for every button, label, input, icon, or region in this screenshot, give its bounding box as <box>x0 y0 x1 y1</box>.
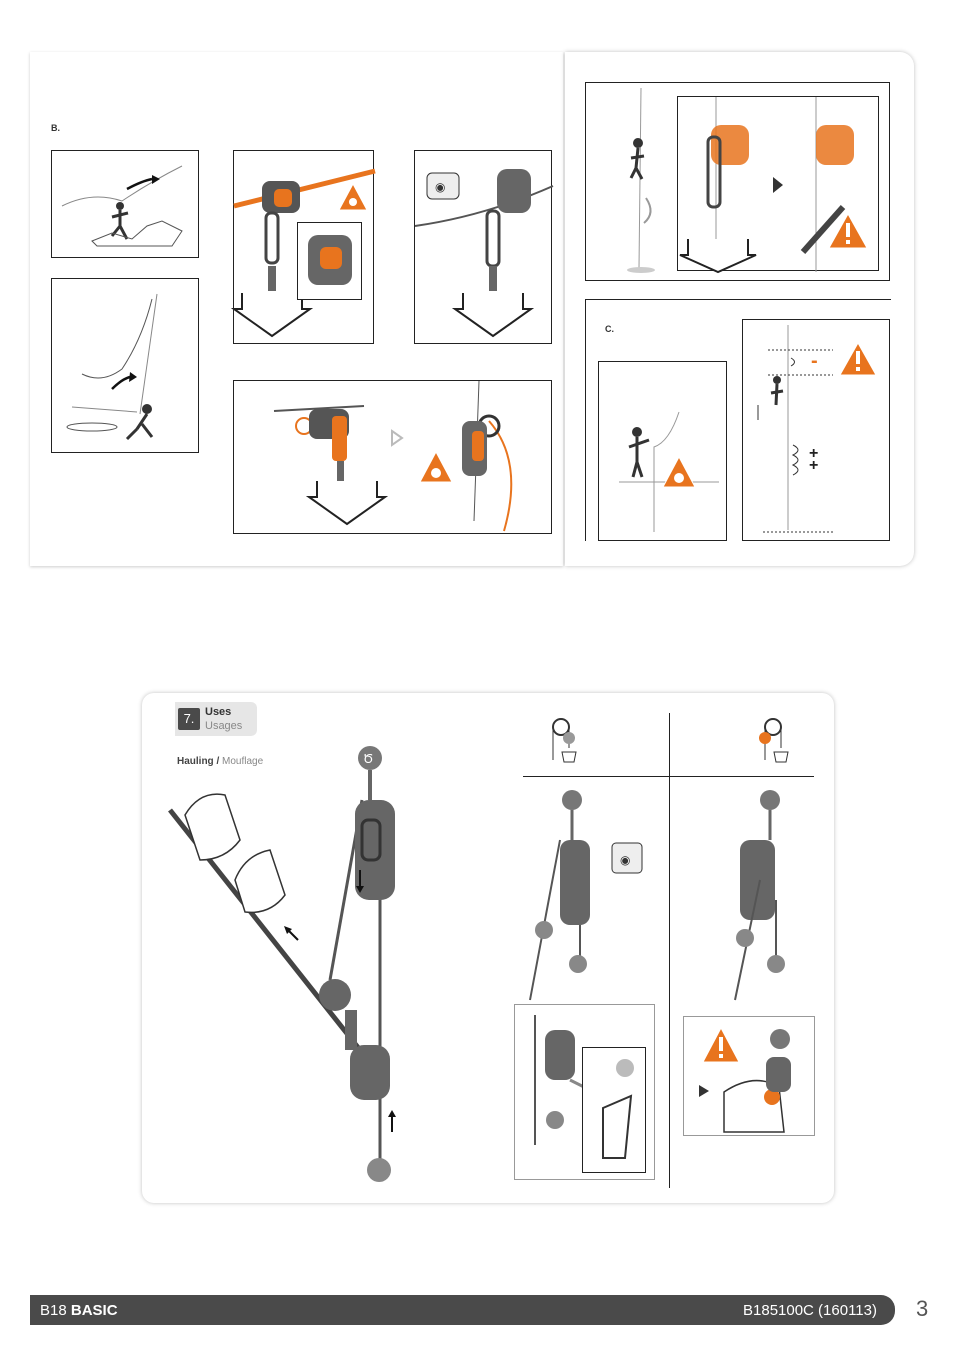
fall-arrest-drawing <box>627 87 655 273</box>
pendulum-drawing <box>66 293 158 441</box>
minus-sign: - <box>811 350 818 372</box>
column-divider <box>669 713 670 1188</box>
warning-icon <box>338 182 368 211</box>
model-name: BASIC <box>70 1302 118 1319</box>
footer-model: B18 BASIC <box>40 1302 118 1319</box>
section-label-b: B. <box>51 123 60 133</box>
illustration-slack-warning <box>598 361 727 541</box>
svg-text:◉: ◉ <box>435 180 445 194</box>
warning-icon <box>662 455 696 488</box>
illustration-pinch-warning <box>683 1016 815 1136</box>
illustration-traverse <box>51 150 199 258</box>
slack-adjust-drawing <box>757 325 833 533</box>
hauling-heading: Hauling / Mouflage <box>177 756 263 767</box>
illustration-fall-arrest <box>585 82 890 281</box>
device-misuse-drawing <box>230 168 376 338</box>
section-label-c: C. <box>605 324 614 334</box>
section-c-frame <box>585 299 891 541</box>
zoom-inset <box>297 222 362 300</box>
carabiner-inset <box>582 1047 646 1173</box>
plus-signs: + + <box>809 445 819 474</box>
illustration-pendulum <box>51 278 199 453</box>
section-title: Uses <box>205 706 232 718</box>
page-number: 3 <box>916 1296 929 1321</box>
hauling-label-en: Hauling / <box>177 756 220 767</box>
footer-doc-ref: B185100C (160113) <box>743 1302 877 1319</box>
illustration-device-inspect: ◉ <box>414 150 554 344</box>
warning-icon <box>839 341 877 376</box>
warning-icon <box>702 1026 740 1063</box>
footer-bar: B18 BASIC B185100C (160113) <box>30 1295 895 1325</box>
device-inspect-drawing: ◉ <box>414 169 554 338</box>
warning-icon <box>828 212 868 249</box>
hauling-label-fr: Mouflage <box>222 756 264 767</box>
section-subtitle: Usages <box>205 720 243 732</box>
fall-arrest-inset <box>677 96 879 274</box>
illustration-device-fall <box>233 380 552 534</box>
warning-icon <box>419 450 453 483</box>
header-rule <box>523 776 814 777</box>
slack-warning-drawing <box>619 411 719 532</box>
illustration-slack-adjust: - + + <box>742 319 890 541</box>
section-number: 7. <box>178 708 200 730</box>
illustration-carabiner-detail <box>514 1004 655 1180</box>
traverse-drawing <box>61 165 183 247</box>
device-fall-drawing <box>273 380 513 532</box>
model-prefix: B18 <box>40 1302 67 1319</box>
